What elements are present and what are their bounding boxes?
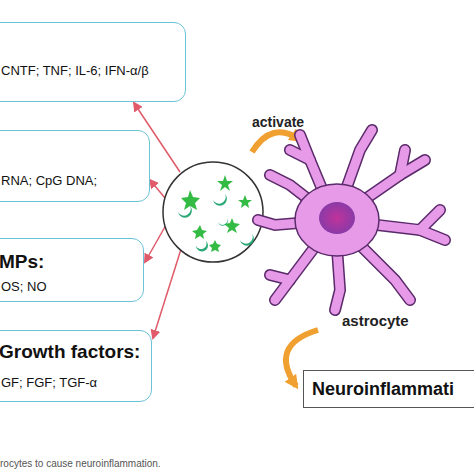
astrocyte-illustration [258,130,445,310]
input-box: Growth factors: GF; FGF; TGF-α [0,330,152,402]
figure-caption: rocytes to cause neuroinflammation. [0,458,161,469]
molecule-circle [163,162,263,262]
box-heading: Neuroinflammati [312,379,454,400]
input-box: MPs: OS; NO [0,238,144,302]
activate-label: activate [252,114,304,130]
box-text: OS; NO [1,279,47,294]
box-text: GF; FGF; TGF-α [1,375,97,390]
input-box: RNA; CpG DNA; [0,130,150,202]
box-heading: Growth factors: [0,341,140,363]
input-box: CNTF; TNF; IL-6; IFN-α/β [0,22,186,102]
astrocyte-label: astrocyte [342,312,409,329]
box-heading: MPs: [0,251,44,273]
result-box: Neuroinflammati [303,370,474,408]
box-text: CNTF; TNF; IL-6; IFN-α/β [1,63,149,78]
box-text: RNA; CpG DNA; [1,173,97,188]
